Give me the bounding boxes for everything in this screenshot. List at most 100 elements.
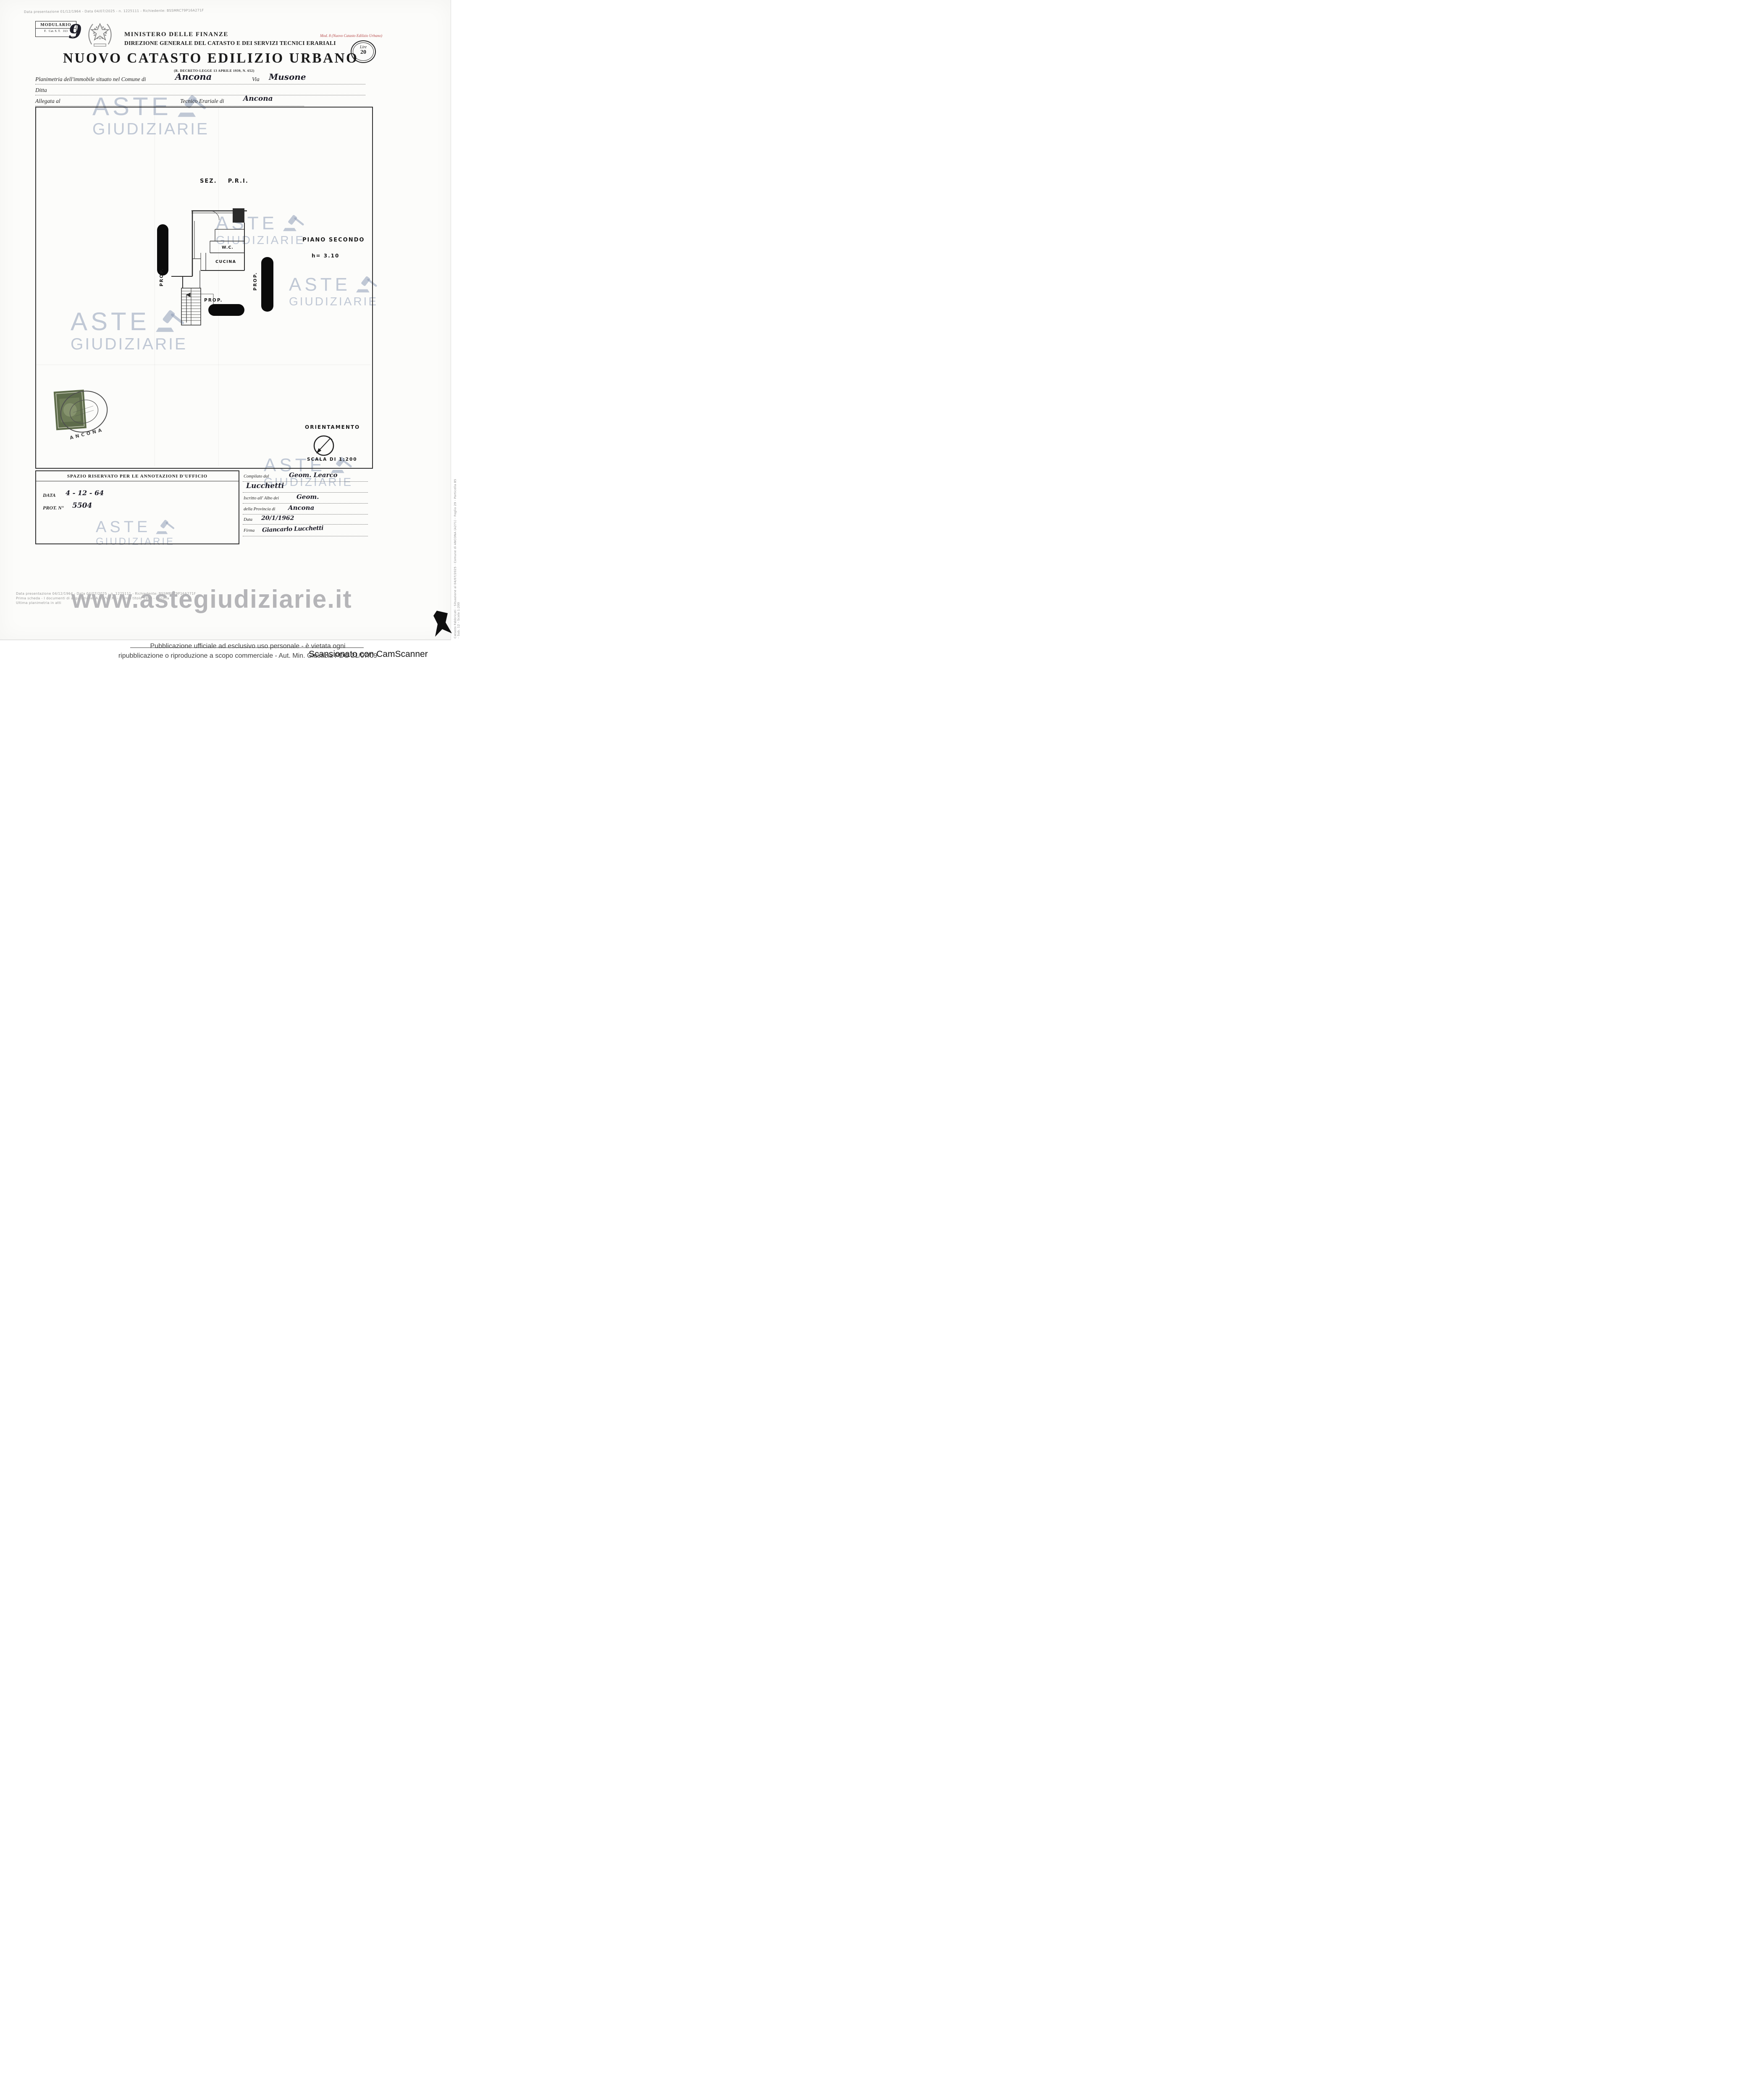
- compiler-row-6: Firma Giancarlo Lucchetti: [243, 525, 368, 536]
- site-watermark: www.astegiudiziarie.it: [71, 585, 352, 613]
- compiler-row-5: Data 20/1/1962: [243, 515, 368, 525]
- form-row-planimetria: Planimetria dell'immobile situato nel Co…: [35, 71, 365, 84]
- firma-label: Firma: [244, 528, 255, 533]
- modulario-sub: F. Cat. S. T. 313: [36, 28, 76, 33]
- lire-label: Lire: [360, 45, 367, 50]
- iscritto-value: Geom.: [297, 493, 319, 501]
- iscritto-label: Iscritto all' Albo dei: [244, 496, 279, 501]
- handwritten-page-number: 9: [68, 20, 82, 43]
- watermark-giudiziarie-text: GIUDIZIARIE: [96, 536, 175, 547]
- via-label: Via: [252, 76, 260, 82]
- lire-stamp: Lire 20: [351, 40, 376, 63]
- signature: Giancarlo Lucchetti: [262, 525, 324, 534]
- provincia-label: della Provincia di: [244, 507, 276, 512]
- disclaimer-line-2: ripubblicazione o riproduzione a scopo c…: [118, 652, 378, 659]
- compiler-surname-value: Lucchetti: [246, 482, 284, 490]
- italy-emblem-icon: [88, 23, 112, 47]
- modulario-title: MODULARIO: [40, 23, 71, 27]
- annotations-prot-label: PROT. N°: [43, 505, 64, 511]
- footer-scan-line-1: Data presentazione 04/12/1964 - Data 04/…: [16, 592, 196, 596]
- via-value: Musone: [269, 72, 306, 82]
- footer-scan-line-3: Ultima planimetria in atti: [16, 601, 62, 605]
- redaction-bar-left: [157, 224, 168, 276]
- black-ribbon-mark: [433, 611, 452, 637]
- compiler-row-4: della Provincia di Ancona: [243, 504, 368, 514]
- ministry-title: MINISTERO DELLE FINANZE: [124, 31, 228, 38]
- compiler-row-2: Lucchetti: [243, 481, 368, 493]
- compiler-row-1: Compilato dal Geom. Learco: [243, 471, 368, 482]
- watermark-giudiziarie-text: GIUDIZIARIE: [264, 475, 353, 488]
- aste-watermark-2: ASTE GIUDIZIARIE: [216, 214, 308, 246]
- footer-scan-line-2: Prima scheda - I documenti di acquisizio…: [16, 596, 169, 600]
- compiler-row-3: Iscritto all' Albo dei Geom.: [243, 493, 368, 504]
- postmark-circle: [60, 391, 108, 433]
- allegata-label: Allegata al: [35, 98, 60, 104]
- disclaimer-strike-line: [130, 647, 364, 648]
- plan-floor-label: PIANO SECONDO: [302, 237, 365, 243]
- provincia-value: Ancona: [288, 504, 315, 512]
- footer-scan-lines: Data presentazione 04/12/1964 - Data 04/…: [16, 591, 196, 605]
- gavel-icon: [177, 95, 206, 117]
- watermark-aste-text: ASTE: [289, 274, 351, 295]
- watermark-giudiziarie-text: GIUDIZIARIE: [71, 335, 188, 353]
- gavel-icon: [356, 276, 377, 293]
- prop-label-right: PROP.: [253, 272, 258, 291]
- compiler-data-label: Data: [244, 517, 252, 522]
- prop-label-left: PROP.: [159, 268, 164, 286]
- aste-watermark-4: ASTE GIUDIZIARIE: [71, 307, 189, 353]
- modulario-box: MODULARIO F. Cat. S. T. 313: [35, 21, 76, 37]
- watermark-aste-text: ASTE: [71, 307, 150, 336]
- tecnico-value: Ancona: [243, 94, 273, 103]
- lire-value: 20: [360, 49, 366, 55]
- lire-stamp-inner: Lire 20: [353, 42, 374, 61]
- watermark-aste-text: ASTE: [96, 518, 151, 536]
- form-row-ditta: Ditta: [35, 85, 365, 95]
- revenue-stamp-and-postmark: ANCONA: [53, 389, 108, 441]
- scanned-document-page: Data presentazione 01/12/1964 - Data 04/…: [0, 0, 467, 671]
- annotations-prot-value: 5504: [72, 501, 92, 510]
- annotations-title: SPAZIO RISERVATO PER LE ANNOTAZIONI D'UF…: [36, 471, 239, 481]
- compiler-data-value: 20/1/1962: [261, 515, 294, 522]
- gavel-icon: [156, 520, 175, 534]
- fold-crease-vertical-2: [218, 108, 219, 466]
- redaction-bar-right: [261, 257, 273, 312]
- compass-icon: [313, 435, 334, 456]
- room-label-cucina: CUCINA: [215, 260, 236, 264]
- aste-watermark-5: ASTE GIUDIZIARIE: [264, 456, 356, 488]
- comune-value: Ancona: [175, 71, 212, 82]
- watermark-giudiziarie-text: GIUDIZIARIE: [216, 234, 305, 247]
- form-row-allegata: Allegata al Tecnico Erariale di Ancona: [35, 94, 304, 106]
- redaction-bar-bottom: [208, 304, 244, 316]
- compilato-value: Geom. Learco: [289, 471, 338, 479]
- prop-label-center: PROP.: [204, 298, 223, 303]
- camscanner-note: Scansionato con CamScanner: [309, 649, 428, 659]
- orientation-label: ORIENTAMENTO: [305, 424, 360, 430]
- floor-plan-drawing: W.C. CUCINA PROP. PROP. PROP.: [157, 208, 273, 326]
- compilato-label: Compilato dal: [244, 474, 269, 479]
- postmark-city: ANCONA: [69, 427, 105, 441]
- room-label-wc: W.C.: [222, 245, 234, 250]
- aste-watermark-1: ASTE GIUDIZIARIE: [92, 92, 211, 138]
- aste-watermark-3: ASTE GIUDIZIARIE: [289, 276, 381, 307]
- planimetria-label: Planimetria dell'immobile situato nel Co…: [35, 76, 146, 82]
- compiler-block: Compilato dal Geom. Learco Lucchetti Isc…: [243, 471, 368, 537]
- ditta-label: Ditta: [35, 87, 47, 93]
- watermark-aste-text: ASTE: [264, 455, 325, 475]
- directorate-title: DIREZIONE GENERALE DEL CATASTO E DEI SER…: [124, 40, 336, 47]
- side-vertical-caption: Catasto Fabbricati - Situazione al 04/07…: [454, 479, 460, 638]
- watermark-aste-text: ASTE: [92, 92, 172, 121]
- gavel-icon: [283, 215, 304, 231]
- gavel-icon: [155, 310, 184, 332]
- document-title: NUOVO CATASTO EDILIZIO URBANO: [63, 50, 359, 66]
- decree-line: (R. DECRETO-LEGGE 13 APRILE 1939, N. 652…: [174, 69, 255, 73]
- annotations-data-value: 4 - 12 - 64: [66, 489, 104, 497]
- drawing-frame: [35, 107, 373, 469]
- annotations-data-label: DATA: [43, 492, 56, 498]
- watermark-giudiziarie-text: GIUDIZIARIE: [92, 120, 210, 138]
- annotations-box: SPAZIO RISERVATO PER LE ANNOTAZIONI D'UF…: [35, 470, 239, 544]
- tecnico-label: Tecnico Erariale di: [180, 98, 224, 104]
- aste-watermark-6: ASTE GIUDIZIARIE: [96, 519, 178, 547]
- watermark-giudiziarie-text: GIUDIZIARIE: [289, 295, 378, 308]
- scale-label: SCALA DI 1:200: [307, 457, 357, 462]
- mod-8-note: Mod. 8 (Nuovo Catasto Edilizio Urbano): [320, 34, 382, 38]
